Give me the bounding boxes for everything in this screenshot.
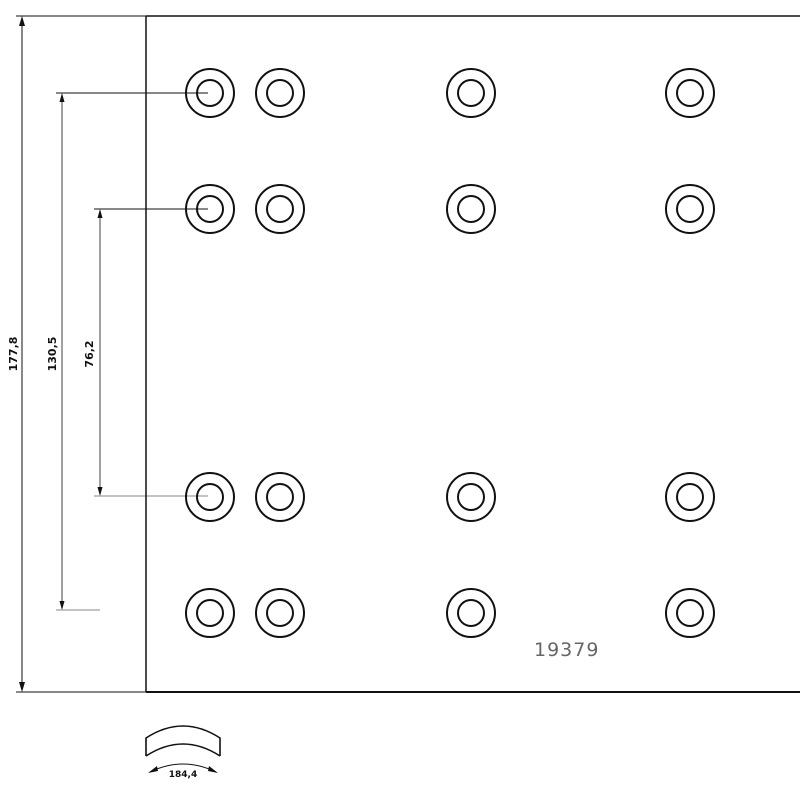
rivet-hole [446,68,496,118]
rivet-hole-counterbore [446,68,496,118]
rivet-hole-counterbore [255,68,305,118]
inner-span-label: 76,2 [83,340,96,367]
outer-span-arrow-bottom [59,601,65,610]
rivet-hole-counterbore [185,472,235,522]
rivet-hole [665,184,715,234]
rivet-hole-bore [457,195,485,223]
rivet-hole-counterbore [446,588,496,638]
rivet-hole-bore [457,483,485,511]
rivet-hole-bore [266,599,294,627]
arc-width-arrow-right [208,766,218,773]
rivet-hole-bore [676,195,704,223]
rivet-hole-bore [457,599,485,627]
rivet-hole [185,588,235,638]
part-number: 19379 [534,639,599,661]
rivet-hole-counterbore [665,472,715,522]
arc-width-arrow-left [148,766,158,773]
rivet-hole-counterbore [665,184,715,234]
arc-profile-symbol [145,725,221,773]
overall-height-dimension [16,15,146,693]
rivet-hole [665,472,715,522]
rivet-hole-bore [196,599,224,627]
rivet-hole [255,588,305,638]
inner-span-arrow-top [97,209,103,218]
rivet-hole-bore [676,483,704,511]
outer-span-arrow-top [59,93,65,102]
rivet-hole-bore [266,483,294,511]
arc-width-label: 184,4 [169,770,197,780]
rivet-hole [185,472,235,522]
rivet-hole-bore [676,599,704,627]
inner-span-arrow-bottom [97,487,103,496]
rivet-hole-bore [266,195,294,223]
overall-height-arrow-top [19,16,25,26]
rivet-hole [446,184,496,234]
outer-span-dimension [56,92,208,611]
rivet-hole [446,588,496,638]
rivet-hole [255,184,305,234]
rivet-hole-counterbore [255,184,305,234]
rivet-hole-bore [676,79,704,107]
rivet-hole [665,68,715,118]
rivet-hole-counterbore [255,588,305,638]
rivet-hole [665,588,715,638]
rivet-hole-grid [185,68,715,638]
overall-height-arrow-bottom [19,682,25,692]
rivet-hole-counterbore [185,588,235,638]
rivet-hole-counterbore [446,472,496,522]
inner-span-dimension [94,208,208,497]
arc-profile-inner [145,743,221,757]
outer-span-label: 130,5 [46,337,59,372]
rivet-hole-counterbore [665,588,715,638]
overall-height-label: 177,8 [7,337,20,372]
rivet-hole [255,472,305,522]
rivet-hole-counterbore [255,472,305,522]
rivet-hole-counterbore [446,184,496,234]
rivet-hole-bore [457,79,485,107]
lining-plate [145,15,800,693]
rivet-hole-bore [266,79,294,107]
rivet-hole-bore [196,483,224,511]
rivet-hole-counterbore [665,68,715,118]
arc-profile-outer [145,725,221,756]
rivet-hole [255,68,305,118]
rivet-hole [446,472,496,522]
